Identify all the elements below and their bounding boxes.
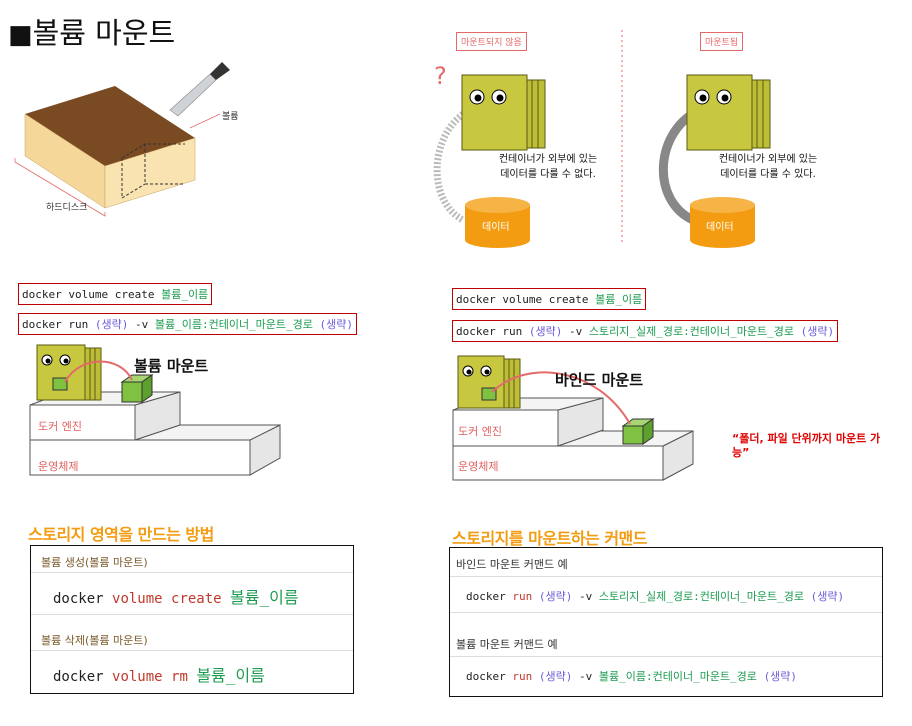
docker-engine-label-left: 도커 엔진 bbox=[38, 420, 82, 433]
storage-mount-panel: 바인드 마운트 커맨드 예 docker run (생략) -v 스토리지_실제… bbox=[449, 547, 883, 697]
hdd-illustration bbox=[14, 62, 230, 217]
volume-mount-diagram bbox=[29, 344, 281, 476]
mount-compare-illustration bbox=[433, 30, 771, 248]
title-square-icon: ■ bbox=[8, 20, 33, 50]
volume-block bbox=[120, 374, 154, 403]
unconnected-hose bbox=[433, 106, 472, 224]
docker-engine-label-right: 도커 엔진 bbox=[458, 425, 502, 438]
volume-create-label: 볼륨 생성(볼륨 마운트) bbox=[41, 556, 148, 569]
bind-link bbox=[491, 371, 631, 425]
container-icon-volume bbox=[36, 344, 102, 401]
mounted-tag: 마운트됨 bbox=[700, 32, 744, 51]
bind-run-cmd: docker run (생략) -v 스토리지_실제_경로:컨테이너_마운트_경… bbox=[452, 320, 839, 342]
hdd-top-face bbox=[25, 86, 195, 166]
bind-note: “폴더, 파일 단위까지 마운트 가능” bbox=[732, 432, 881, 460]
storage-mount-heading: 스토리지를 마운트하는 커맨드 bbox=[452, 529, 648, 548]
volume-delete-command: docker volume rm 볼륨_이름 bbox=[53, 666, 265, 685]
volume-label: 볼륨 bbox=[222, 112, 239, 122]
os-label-right: 운영체제 bbox=[458, 460, 499, 473]
bind-create-cmd: docker volume create 볼륨_이름 bbox=[452, 288, 647, 310]
volume-delete-label: 볼륨 삭제(볼륨 마운트) bbox=[41, 634, 148, 647]
hdd-label: 하드디스크 bbox=[46, 203, 88, 213]
volume-example-command: docker run (생략) -v 볼륨_이름:컨테이너_마운트_경로 (생략… bbox=[466, 670, 798, 683]
volume-create-cmd: docker volume create 볼륨_이름 bbox=[18, 283, 213, 305]
mounted-caption: 컨테이너가 외부에 있는 데이터를 다룰 수 있다. bbox=[718, 154, 818, 180]
bind-mount-diagram bbox=[452, 355, 694, 481]
volume-run-cmd: docker run (생략) -v 볼륨_이름:컨테이너_마운트_경로 (생략… bbox=[18, 313, 358, 335]
bind-example-command: docker run (생략) -v 스토리지_실제_경로:컨테이너_마운트_경… bbox=[466, 590, 845, 603]
data-label-right: 데이터 bbox=[706, 222, 734, 233]
bind-example-label: 바인드 마운트 커맨드 예 bbox=[456, 558, 568, 571]
knife-icon bbox=[169, 62, 230, 117]
mount-link bbox=[64, 360, 133, 383]
data-label-left: 데이터 bbox=[482, 222, 510, 233]
not-mounted-tag: 마운트되지 않음 bbox=[456, 32, 527, 51]
hdd-right-face bbox=[104, 137, 196, 209]
storage-create-panel: 볼륨 생성(볼륨 마운트) docker volume create 볼륨_이름… bbox=[30, 545, 354, 694]
container-icon-left bbox=[461, 74, 546, 151]
question-mark: ? bbox=[434, 62, 447, 90]
volume-example-label: 볼륨 마운트 커맨드 예 bbox=[456, 638, 558, 651]
volume-mount-label: 볼륨 마운트 bbox=[134, 357, 209, 375]
connected-hose bbox=[658, 105, 703, 225]
container-icon-bind bbox=[457, 355, 521, 409]
bind-mount-label: 바인드 마운트 bbox=[555, 371, 644, 389]
volume-create-command: docker volume create 볼륨_이름 bbox=[53, 588, 299, 607]
data-cylinder-left bbox=[465, 197, 530, 248]
page-title: ■볼륨 마운트 bbox=[8, 16, 176, 50]
container-icon-right bbox=[686, 74, 771, 151]
os-label-left: 운영체제 bbox=[38, 460, 79, 473]
not-mounted-caption: 컨테이너가 외부에 있는 데이터를 다룰 수 없다. bbox=[498, 154, 598, 180]
bind-block bbox=[621, 418, 655, 445]
data-cylinder-right bbox=[690, 197, 755, 248]
storage-create-heading: 스토리지 영역을 만드는 방법 bbox=[28, 525, 214, 544]
disk-bracket bbox=[14, 158, 106, 217]
